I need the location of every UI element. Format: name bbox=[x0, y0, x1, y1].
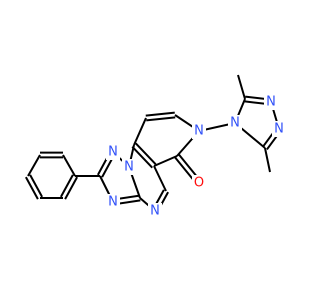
atom-n-triazole-attach: N bbox=[228, 115, 242, 131]
atom-n-pyrimidine: N bbox=[148, 203, 162, 219]
atom-n-tz-bottom: N bbox=[106, 194, 120, 210]
bond-ph6-ph1-a bbox=[64, 176, 78, 200]
bond-ph6-ph1-b bbox=[60, 174, 74, 198]
structure-canvas: N N N N O N N bbox=[25, 74, 286, 219]
svg-text:N: N bbox=[150, 204, 160, 219]
svg-text:N: N bbox=[274, 122, 284, 137]
bond-ca-cb-a bbox=[145, 111, 175, 117]
svg-text:N: N bbox=[230, 116, 240, 131]
bond-ph4-ph5-b bbox=[29, 174, 43, 198]
bond-ph4-ph5-a bbox=[25, 176, 39, 200]
atom-n-bridgehead: N bbox=[122, 159, 136, 175]
svg-text:N: N bbox=[108, 195, 118, 210]
bond-c9a-c5a-b bbox=[135, 142, 157, 166]
bond-ph3-ph4 bbox=[27, 154, 41, 177]
bond-c1-me1 bbox=[237, 74, 246, 100]
atom-n-triazole-right: N bbox=[272, 121, 286, 137]
bond-ph1-ph2 bbox=[62, 154, 76, 177]
atom-layer: N N N N O N N bbox=[106, 94, 286, 219]
atom-o-carbonyl: O bbox=[192, 175, 206, 191]
bond-c5a-c6 bbox=[153, 155, 178, 167]
bond-c9a-c5a-a bbox=[131, 145, 153, 169]
svg-text:N: N bbox=[194, 124, 204, 139]
atom-n-tz-top: N bbox=[106, 144, 120, 160]
atom-n-triazole-top: N bbox=[264, 94, 278, 110]
bond-c5a-c5 bbox=[153, 165, 167, 192]
svg-text:O: O bbox=[194, 176, 204, 191]
bond-cb-c9a bbox=[133, 117, 147, 146]
bond-ca-cb-b bbox=[146, 116, 176, 122]
bond-layer bbox=[25, 74, 282, 213]
svg-text:N: N bbox=[124, 160, 134, 175]
svg-text:N: N bbox=[266, 95, 276, 110]
svg-text:N: N bbox=[108, 145, 118, 160]
atom-n-pyridone: N bbox=[192, 123, 206, 139]
molecule-diagram: N N N N O N N bbox=[25, 74, 286, 219]
bond-c2-me2 bbox=[264, 147, 271, 173]
